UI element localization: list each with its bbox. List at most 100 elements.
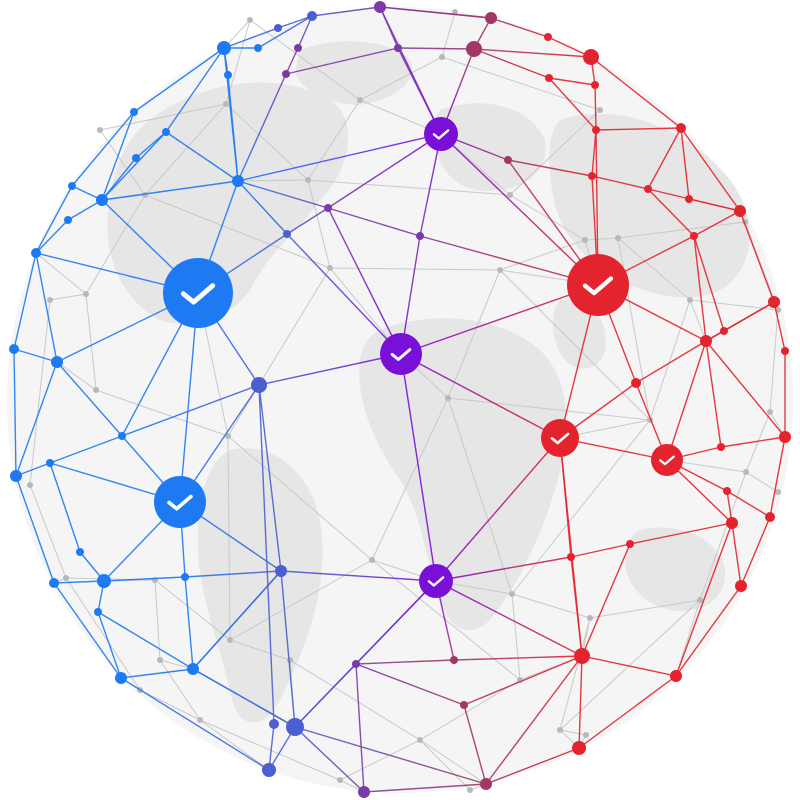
network-node (734, 205, 746, 217)
connection-line (595, 127, 682, 131)
mesh-node (93, 387, 99, 393)
mesh-line (56, 361, 97, 391)
network-node (545, 74, 553, 82)
mesh-line (589, 599, 701, 619)
network-node (504, 156, 512, 164)
network-node (68, 182, 76, 190)
network-node (46, 459, 54, 467)
connection-line (184, 576, 194, 670)
badge-purple-bottom (419, 564, 453, 598)
connection-line (35, 185, 73, 254)
mesh-line (307, 179, 511, 196)
network-node (779, 431, 791, 443)
connection-line (581, 655, 677, 677)
network-node (118, 432, 126, 440)
connection-line (35, 252, 58, 363)
connection-line (327, 207, 421, 237)
network-node (76, 548, 84, 556)
mesh-line (447, 269, 501, 399)
connection-line (720, 436, 786, 448)
connection-line (97, 611, 194, 670)
mesh-node (507, 192, 513, 198)
network-node (274, 24, 282, 32)
mesh-line (199, 719, 270, 771)
network-node (480, 778, 492, 790)
mesh-node (509, 591, 515, 597)
mesh-line (769, 309, 779, 413)
mesh-line (509, 194, 586, 241)
connection-line (731, 522, 742, 587)
network-node (460, 701, 468, 709)
connection-line (485, 747, 580, 785)
connection-line (165, 131, 239, 182)
mesh-node (597, 107, 603, 113)
connection-line (739, 210, 775, 303)
network-node (275, 565, 287, 577)
connection-line (35, 219, 69, 254)
mesh-node (583, 732, 589, 738)
checkmark-icon (180, 283, 216, 305)
network-node (416, 232, 424, 240)
connection-line (379, 6, 399, 49)
network-connection-lines (13, 6, 786, 793)
connection-line (294, 726, 487, 785)
badge-purple-top (424, 117, 458, 151)
mesh-node (287, 657, 293, 663)
connection-line (693, 210, 741, 237)
mesh-node (767, 409, 773, 415)
mesh-node (445, 395, 451, 401)
connection-line (594, 84, 597, 131)
checkmark-icon (427, 576, 445, 587)
network-node (768, 296, 780, 308)
connection-line (103, 576, 186, 582)
network-node (544, 33, 552, 41)
mesh-node (467, 787, 473, 793)
connection-line (327, 207, 402, 355)
connection-line (184, 570, 282, 578)
network-node (592, 126, 600, 134)
connection-line (473, 48, 550, 79)
mesh-line (689, 299, 707, 342)
connection-line (726, 490, 771, 518)
mesh-line (419, 739, 487, 785)
mesh-line (419, 679, 521, 741)
connection-line (15, 475, 55, 584)
connection-line (297, 15, 313, 49)
connection-line (237, 133, 442, 182)
connection-line (578, 655, 583, 749)
network-node (217, 41, 231, 55)
network-node (254, 44, 262, 52)
connection-line (680, 127, 690, 200)
checkmark-icon (582, 276, 614, 296)
network-node (130, 108, 138, 116)
connection-line (258, 384, 282, 572)
mesh-node (83, 291, 89, 297)
connection-line (435, 556, 572, 582)
connection-line (101, 111, 135, 201)
connection-line (363, 783, 487, 793)
mesh-line (419, 739, 471, 791)
connection-line (591, 175, 649, 190)
mesh-node (327, 265, 333, 271)
network-node (591, 81, 599, 89)
badge-blue-large (163, 258, 233, 328)
mesh-line (85, 293, 97, 391)
connection-line (15, 361, 58, 477)
connection-line (397, 47, 475, 50)
network-node (115, 672, 127, 684)
network-node (49, 578, 59, 588)
connection-line (101, 157, 137, 201)
badge-red-right (651, 444, 683, 476)
land-greenland (295, 41, 413, 105)
checkmark-icon (659, 455, 675, 466)
mesh-node (582, 237, 588, 243)
mesh-line (144, 103, 227, 196)
mesh-line (159, 659, 201, 721)
connection-line (485, 655, 583, 785)
connection-line (71, 111, 135, 187)
connection-line (400, 284, 599, 355)
badge-circle (567, 254, 629, 316)
connection-line (53, 580, 105, 584)
network-node (588, 172, 596, 180)
network-node (64, 216, 72, 224)
